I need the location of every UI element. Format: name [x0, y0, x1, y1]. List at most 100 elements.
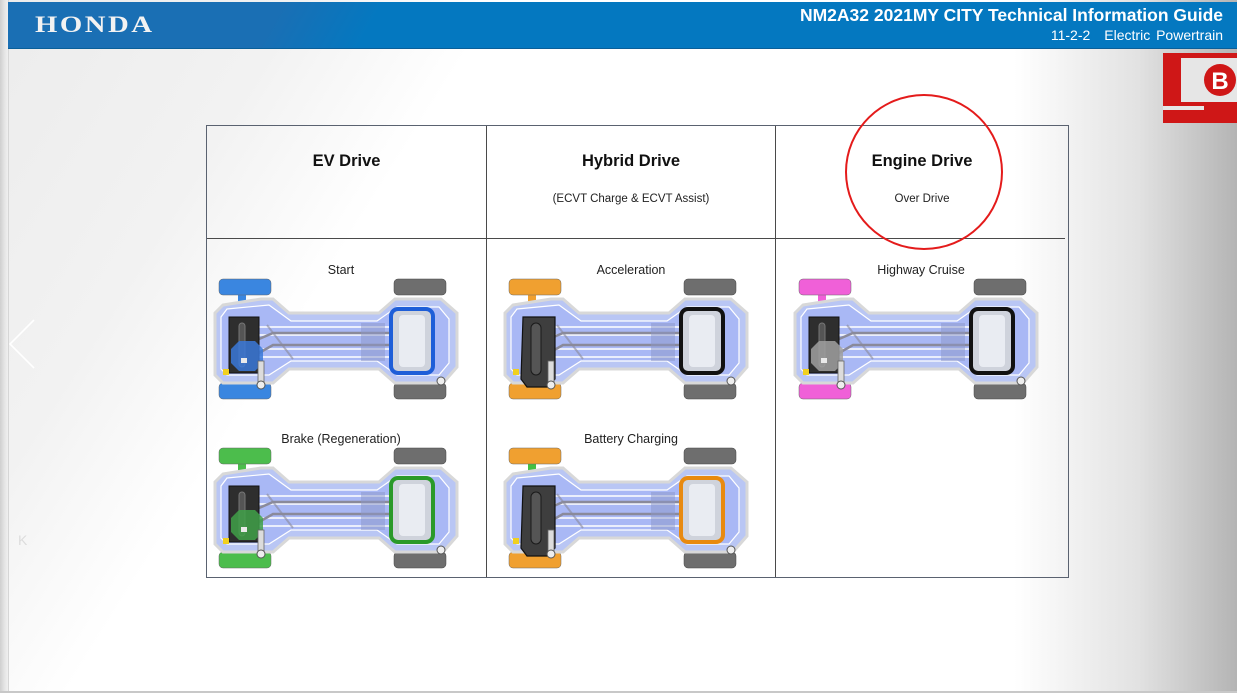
previous-slide-button[interactable] [6, 318, 38, 370]
pcu-icon [941, 323, 965, 361]
cable-diagonal [846, 324, 874, 360]
pcu-icon [651, 492, 675, 530]
badge-letter: B [1211, 68, 1228, 95]
column-subtitle: Over Drive [894, 193, 950, 205]
cable-diagonal [556, 493, 584, 529]
engine-cylinder [530, 322, 542, 376]
mode-start: Start [211, 263, 471, 413]
rear-right-wheel [393, 382, 447, 400]
motor-shaft [821, 358, 827, 363]
mount-bolt [726, 376, 736, 386]
battery-indicator [223, 538, 229, 544]
rear-left-wheel [683, 447, 737, 465]
header-row-divider [207, 238, 1065, 239]
exhaust-pipe [547, 529, 555, 553]
section-number: 11-2-2 [1050, 26, 1091, 43]
column-title: EV Drive [312, 152, 381, 170]
motor-icon [811, 341, 843, 371]
bottom-edge [0, 691, 1237, 693]
mode-label: Highway Cruise [877, 263, 965, 277]
mount-bolt [726, 545, 736, 555]
motor-shaft [241, 527, 247, 532]
mode-label: Battery Charging [584, 432, 678, 446]
pcu-icon [651, 323, 675, 361]
column-divider [775, 126, 776, 577]
chevron-left-icon [8, 319, 35, 369]
mount-bolt [436, 376, 446, 386]
column-subtitle: (ECVT Charge & ECVT Assist) [552, 193, 710, 205]
mode-highway-cruise: Highway Cruise [791, 263, 1051, 413]
engine-cylinder [530, 491, 542, 545]
cable [258, 512, 393, 524]
powertrain-diagram [213, 278, 459, 400]
rear-left-wheel [683, 278, 737, 296]
mount-bolt [436, 545, 446, 555]
battery-indicator [513, 369, 519, 375]
mount-bolt [256, 549, 266, 559]
battery-highlight [979, 315, 1005, 367]
cable [838, 343, 973, 355]
powertrain-diagram [213, 447, 459, 569]
battery-highlight [689, 484, 715, 536]
section-name: Electric Powertrain [1104, 26, 1223, 43]
battery-highlight [689, 315, 715, 367]
front-left-wheel [508, 447, 562, 465]
rear-left-wheel [393, 447, 447, 465]
column-header-ev-drive: EV Drive [207, 126, 486, 238]
drive-modes-table: EV Drive Hybrid Drive (ECVT Charge & ECV… [206, 125, 1069, 578]
header-shade [8, 2, 1237, 48]
guide-title: NM2A32 2021MY CITY Technical Information… [799, 5, 1223, 25]
mode-battery-charging: Battery Charging [501, 432, 761, 582]
cable-diagonal [556, 324, 584, 360]
powertrain-diagram [503, 278, 749, 400]
mode-label: Brake (Regeneration) [281, 432, 401, 446]
cable-diagonal [266, 324, 294, 360]
exhaust-pipe [837, 360, 845, 384]
section-heading: 11-2-2 Electric Powertrain [800, 28, 1223, 42]
pcu-icon [361, 323, 385, 361]
document-title: NM2A32 2021MY CITY Technical Information… [799, 5, 1223, 42]
motor-shaft [241, 358, 247, 363]
cable-diagonal [266, 493, 294, 529]
b-badge-icon: B [1163, 53, 1237, 123]
motor-icon [231, 510, 263, 540]
battery-indicator [803, 369, 809, 375]
column-header-engine-drive: Engine Drive Over Drive [776, 126, 1068, 238]
rear-right-wheel [683, 382, 737, 400]
rear-left-wheel [973, 278, 1027, 296]
battery-highlight [399, 315, 425, 367]
honda-logo: HONDA [35, 12, 155, 37]
front-left-wheel [218, 278, 272, 296]
battery-highlight [399, 484, 425, 536]
mode-acceleration: Acceleration [501, 263, 761, 413]
mode-brake-regeneration: Brake (Regeneration) [211, 432, 471, 582]
mount-bolt [546, 549, 556, 559]
front-left-wheel [218, 447, 272, 465]
mount-bolt [836, 380, 846, 390]
mount-bolt [256, 380, 266, 390]
column-title: Engine Drive [871, 152, 973, 170]
exhaust-pipe [257, 360, 265, 384]
mode-label: Start [327, 263, 355, 277]
mode-label: Acceleration [596, 263, 666, 277]
rear-left-wheel [393, 278, 447, 296]
powertrain-diagram [793, 278, 1039, 400]
first-page-icon[interactable]: K [18, 532, 28, 548]
battery-indicator [513, 538, 519, 544]
mount-bolt [546, 380, 556, 390]
motor-icon [231, 341, 263, 371]
rear-right-wheel [393, 551, 447, 569]
header-bar: HONDA NM2A32 2021MY CITY Technical Infor… [8, 2, 1237, 49]
left-edge [0, 0, 9, 693]
rear-right-wheel [683, 551, 737, 569]
front-left-wheel [508, 278, 562, 296]
cable [258, 343, 393, 355]
battery-indicator [223, 369, 229, 375]
mount-bolt [1016, 376, 1026, 386]
front-left-wheel [798, 278, 852, 296]
pcu-icon [361, 492, 385, 530]
powertrain-diagram [503, 447, 749, 569]
column-header-hybrid-drive: Hybrid Drive (ECVT Charge & ECVT Assist) [487, 126, 775, 238]
exhaust-pipe [547, 360, 555, 384]
